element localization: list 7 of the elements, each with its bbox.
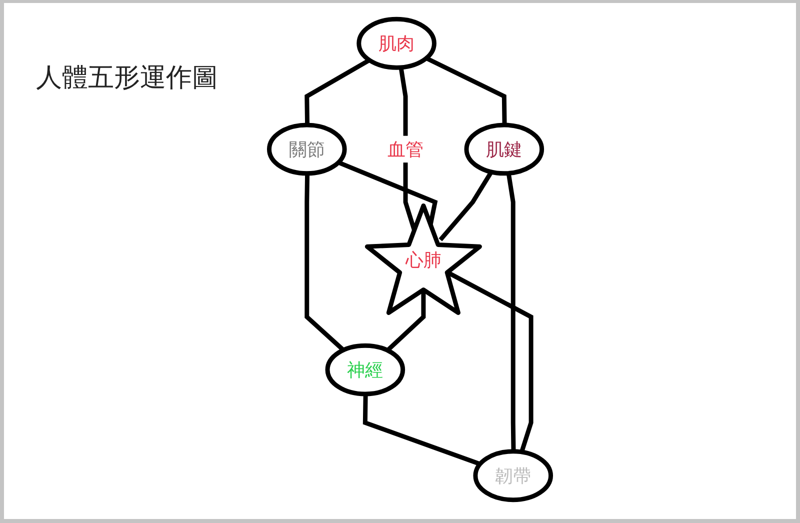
- node-ellipse: 神經: [325, 343, 406, 396]
- edge-label: 血管: [388, 138, 424, 160]
- node-ellipse: 肌鍵: [464, 122, 544, 176]
- node-ellipse: 肌肉: [356, 16, 436, 70]
- title: 人體五形運作圖: [36, 62, 218, 95]
- node-ellipse: 關節: [266, 122, 347, 176]
- node-ellipse: 韌帶: [473, 449, 554, 502]
